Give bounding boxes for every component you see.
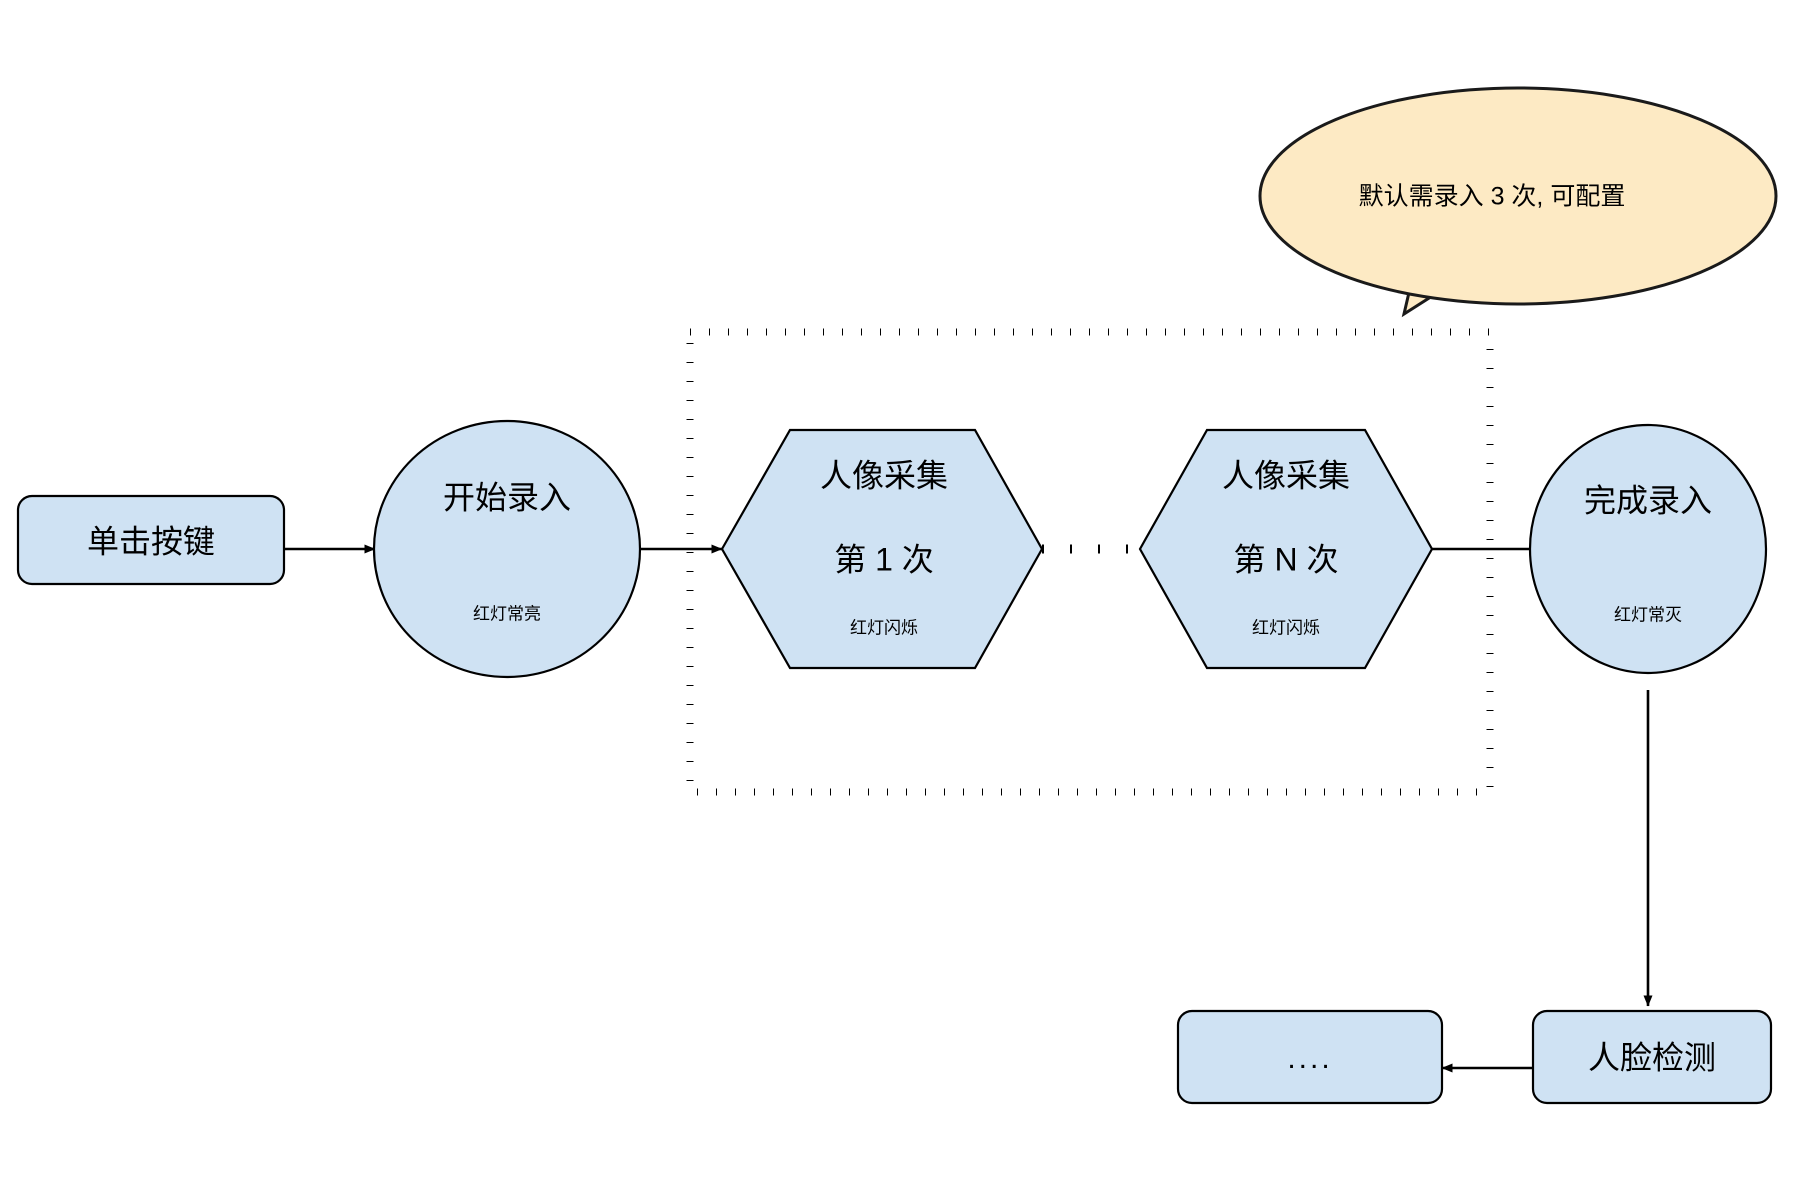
node-press-key[interactable]: 单击按键 [16,494,286,586]
node-press-key-label: 单击按键 [87,523,215,559]
node-face-detect-label: 人脸检测 [1588,1039,1716,1075]
node-finish-enroll[interactable]: 完成录入 红灯常灭 [1528,423,1768,675]
callout-bubble: 默认需录入 3 次, 可配置 [1258,86,1778,318]
node-capture-nth-label2: 第 N 次 [1234,541,1339,577]
node-finish-enroll-label: 完成录入 [1584,482,1712,518]
node-capture-first-label2: 第 1 次 [834,541,934,577]
node-more-steps-label: .... [1287,1042,1332,1075]
loop-group-boundary [686,328,1494,796]
node-start-enroll-label: 开始录入 [443,479,571,515]
node-capture-first[interactable]: 人像采集 第 1 次 红灯闪烁 [720,428,1044,670]
node-finish-enroll-sublabel: 红灯常灭 [1614,605,1682,624]
node-start-enroll-sublabel: 红灯常亮 [473,604,541,623]
callout-text: 默认需录入 3 次, 可配置 [1359,183,1626,211]
node-capture-nth-sublabel: 红灯闪烁 [1252,618,1320,637]
node-more-steps[interactable]: .... [1176,1009,1444,1105]
node-capture-first-label: 人像采集 [820,457,948,493]
node-start-enroll[interactable]: 开始录入 红灯常亮 [372,419,642,679]
node-capture-first-sublabel: 红灯闪烁 [850,618,918,637]
node-capture-nth[interactable]: 人像采集 第 N 次 红灯闪烁 [1138,428,1434,670]
node-capture-nth-label: 人像采集 [1222,457,1350,493]
node-face-detect[interactable]: 人脸检测 [1531,1009,1773,1105]
